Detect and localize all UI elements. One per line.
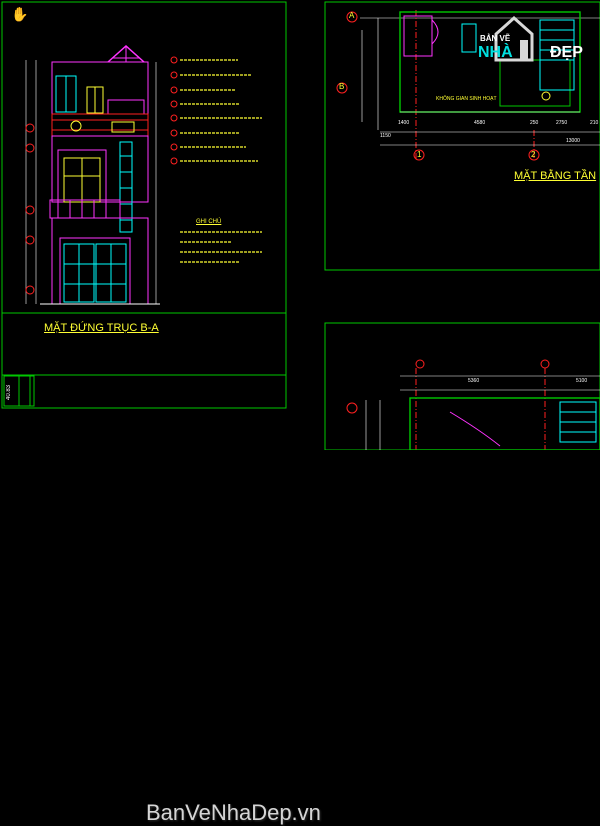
brand-logo: BẢN VẼ NHÀ ĐẸP (474, 10, 590, 66)
right-top-sheet-frame (324, 1, 600, 271)
dim-label: 4580 (474, 120, 486, 126)
dim-label: 1400 (398, 120, 410, 126)
axis-label: B (339, 82, 345, 91)
watermark-area: BanVeNhaDep.vn (0, 380, 600, 825)
cad-drawing-svg (1, 1, 600, 450)
room-label: KHÔNG GIAN SINH HOẠT (436, 96, 497, 102)
dim-label: 2750 (556, 120, 568, 126)
dim-label: 5100 (576, 378, 588, 384)
logo-line3: ĐẸP (550, 44, 583, 61)
logo-line2: NHÀ (478, 44, 513, 61)
view-title-floor-plan: MẶT BẰNG TẦN (514, 170, 597, 182)
dim-label: 13000 (566, 138, 580, 144)
dim-label: 5360 (468, 378, 480, 384)
watermark-text: BanVeNhaDep.vn (146, 800, 321, 825)
axis-label: A (349, 11, 355, 20)
left-sheet-frame (1, 1, 287, 409)
floor-plan-bottom (346, 359, 600, 450)
dim-label: 210 (590, 120, 599, 126)
house-logo-icon (494, 15, 534, 62)
axis-label: 2 (531, 150, 536, 159)
view-title-elevation: MẶT ĐỨNG TRỤC B-A (44, 322, 159, 334)
logo-line1: BẢN VẼ (480, 34, 511, 43)
axis-label: 1 (417, 150, 422, 159)
right-bottom-sheet-frame (324, 322, 600, 450)
dim-label: 250 (530, 120, 539, 126)
dim-label: 1150 (380, 133, 391, 139)
floor-plan-top (336, 10, 600, 161)
elevation-drawing (25, 44, 160, 305)
pan-hand-icon: ✋ (11, 6, 29, 22)
legend-notes (170, 56, 262, 263)
notes-header: GHI CHÚ (196, 219, 222, 225)
